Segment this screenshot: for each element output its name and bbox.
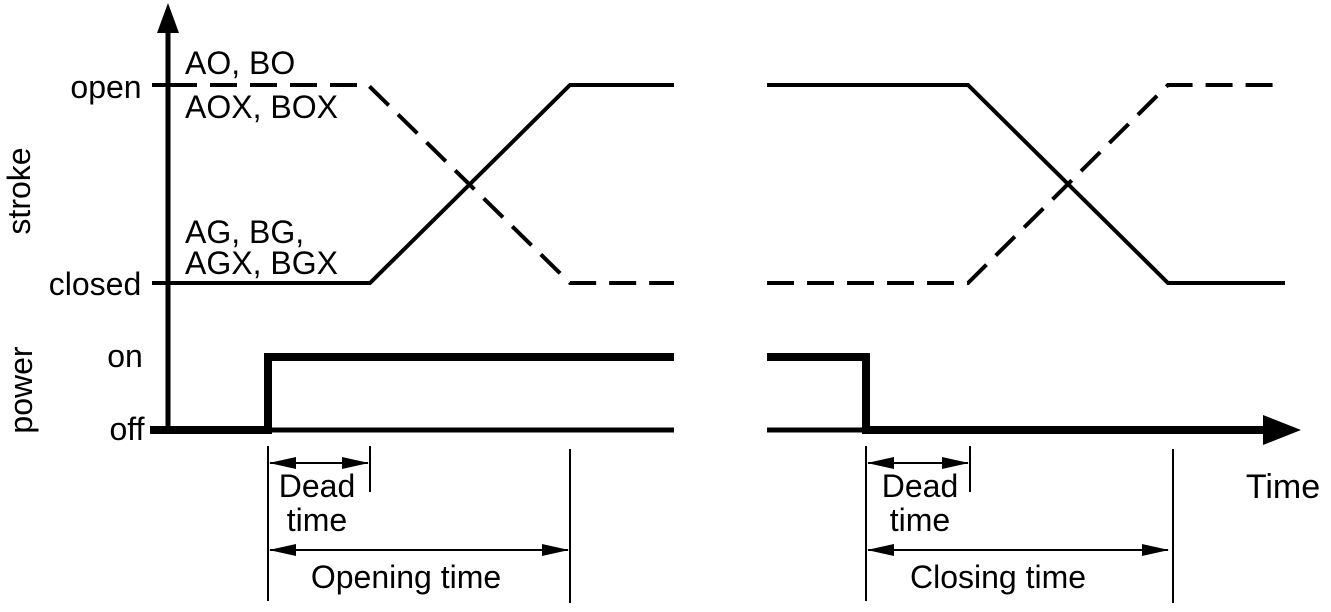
opening-dead-time-label-row1: Dead bbox=[278, 468, 356, 505]
closing-time-left-arrow-icon bbox=[867, 544, 894, 556]
y-axis-label-open: open bbox=[70, 69, 142, 106]
series-label-normally-closed-row2: AGX, BGX bbox=[185, 245, 338, 282]
opening-time-left-arrow-icon bbox=[269, 544, 296, 556]
waveform-closing-normally-open-valves bbox=[767, 83, 1285, 285]
series-label-normally-open-row2: AOX, BOX bbox=[185, 89, 338, 126]
closing-dead-time-label-row1: Dead bbox=[881, 468, 959, 505]
opening-time-right-arrow-icon bbox=[542, 544, 569, 556]
waveform-closing-normally-closed-valves bbox=[767, 83, 1285, 285]
series-label-normally-open-row1: AO, BO bbox=[185, 45, 296, 82]
y-axis-group-label-stroke: stroke bbox=[1, 147, 38, 235]
time-axis-arrowhead-icon bbox=[1263, 415, 1301, 445]
waveform-opening-normally-closed-valves bbox=[170, 83, 674, 285]
series-label-normally-closed-row1: AG, BG, bbox=[185, 214, 305, 251]
opening-dead-time-right-arrow-icon bbox=[342, 457, 369, 469]
y-axis-label-closed: closed bbox=[48, 266, 142, 303]
waveform-opening-power bbox=[150, 353, 674, 434]
opening-time-label: Opening time bbox=[310, 559, 502, 596]
closing-time-right-arrow-icon bbox=[1142, 544, 1169, 556]
opening-dead-time-label-row2: time bbox=[286, 502, 348, 539]
time-axis-label: Time bbox=[1245, 468, 1321, 507]
y-axis-label-off: off bbox=[109, 411, 145, 448]
closing-dead-time-left-arrow-icon bbox=[867, 457, 894, 469]
y-axis-group-label-power: power bbox=[3, 346, 40, 434]
waveform-closing-power bbox=[767, 353, 1270, 434]
closing-time-label: Closing time bbox=[909, 559, 1087, 596]
y-axis-arrowhead-icon bbox=[157, 3, 179, 33]
opening-dead-time-left-arrow-icon bbox=[269, 457, 296, 469]
y-axis-label-on: on bbox=[107, 338, 143, 375]
closing-dead-time-label-row2: time bbox=[889, 502, 951, 539]
closing-dead-time-right-arrow-icon bbox=[942, 457, 969, 469]
